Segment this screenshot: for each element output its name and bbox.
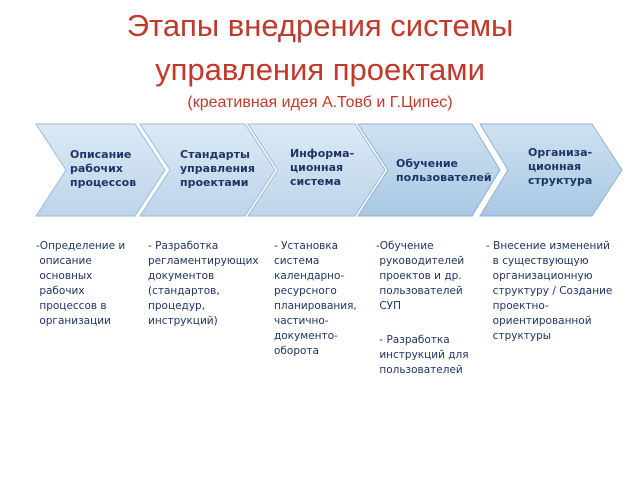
stage-4-description-extra: - Разработка инструкций для пользователе… [379, 334, 469, 376]
stage-4-description: -Обучение руководителей проектов и др. п… [376, 240, 465, 312]
diagram-title-line-2: управления проектами [155, 52, 485, 87]
chevron-stage-1 [35, 123, 166, 217]
stage-3-label: Информа- ционная система [290, 147, 355, 188]
stage-1-description: -Определение и описание основных рабочих… [36, 240, 126, 327]
stage-3-description: - Установка система календарно- ресурсно… [274, 240, 357, 357]
stage-2-label: Стандарты управления проектами [180, 148, 255, 189]
stage-5-description: - Внесение изменений в существующую орга… [486, 240, 613, 342]
chevron-stage-3 [247, 123, 386, 217]
stage-5-label: Организа- ционная структура [528, 146, 593, 187]
stage-2-description: - Разработка регламентирующих документов… [148, 240, 259, 327]
diagram-title-line-1: Этапы внедрения системы [126, 8, 514, 43]
chevron-stage-5 [479, 123, 623, 217]
stage-1-label: Описание рабочих процессов [70, 148, 137, 189]
chevron-stage-2 [139, 123, 276, 217]
chevron-stage-4 [357, 123, 501, 217]
diagram-subtitle: (креативная идея А.Товб и Г.Ципес) [187, 94, 453, 111]
stage-4-label: Обучение пользователей [396, 157, 492, 184]
